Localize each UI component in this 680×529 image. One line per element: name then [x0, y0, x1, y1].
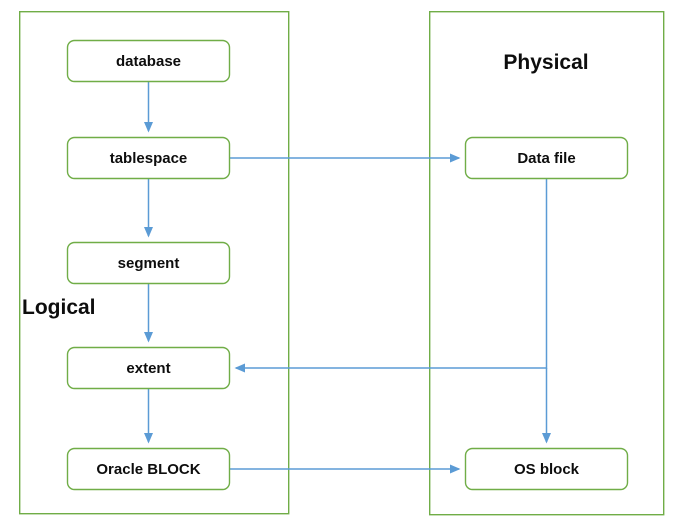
node-oracle-block-label: Oracle BLOCK — [96, 461, 200, 478]
node-data-file[interactable]: Data file — [464, 136, 629, 180]
node-tablespace-box[interactable] — [66, 136, 231, 180]
node-os-block-label: OS block — [514, 461, 580, 478]
panel-physical-border — [429, 10, 665, 516]
node-os-block-box[interactable] — [464, 447, 629, 491]
node-tablespace-label: tablespace — [110, 150, 188, 167]
node-extent-box[interactable] — [66, 346, 231, 390]
panel-logical-border — [19, 10, 290, 515]
node-extent[interactable]: extent — [66, 346, 231, 390]
node-data-file-label: Data file — [517, 150, 575, 167]
panel-physical-label: Physical — [503, 51, 588, 74]
node-oracle-block[interactable]: Oracle BLOCK — [66, 447, 231, 491]
panel-logical-label: Logical — [22, 296, 96, 319]
connector-data-file-to-extent — [234, 179, 548, 373]
node-os-block[interactable]: OS block — [464, 447, 629, 491]
node-database[interactable]: database — [66, 39, 231, 83]
node-segment[interactable]: segment — [66, 241, 231, 285]
node-data-file-box[interactable] — [464, 136, 629, 180]
panel-logical: Logical — [19, 10, 290, 515]
node-oracle-block-box[interactable] — [66, 447, 231, 491]
node-segment-box[interactable] — [66, 241, 231, 285]
panel-physical: Physical — [429, 10, 665, 516]
node-database-box[interactable] — [66, 39, 231, 83]
node-extent-label: extent — [126, 360, 170, 377]
node-segment-label: segment — [118, 255, 180, 272]
node-tablespace[interactable]: tablespace — [66, 136, 231, 180]
node-database-label: database — [116, 53, 181, 70]
